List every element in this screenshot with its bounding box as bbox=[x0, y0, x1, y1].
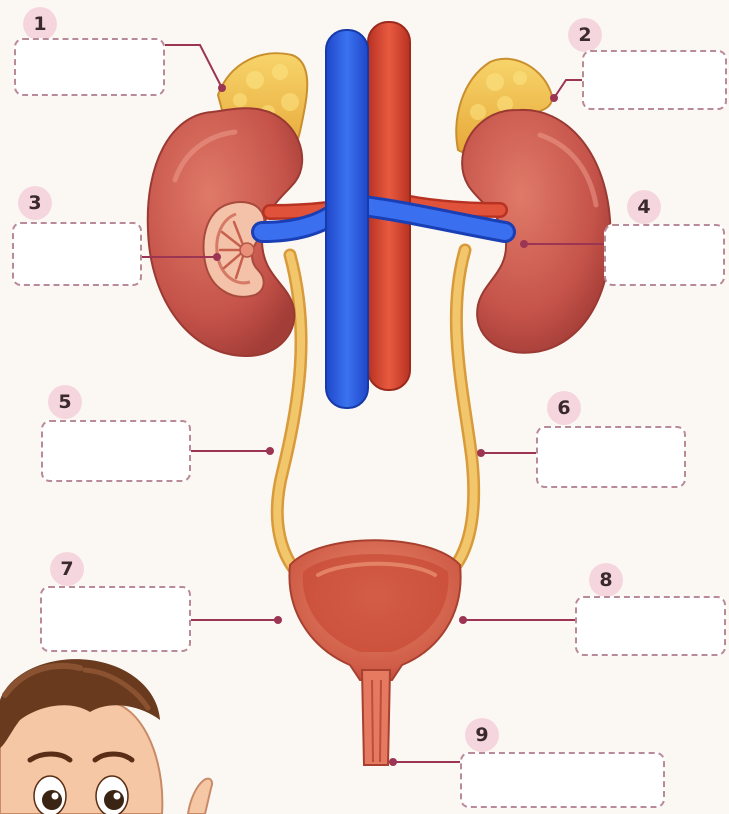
answer-box-4[interactable] bbox=[604, 224, 725, 286]
ureter-right bbox=[442, 250, 474, 580]
label-number-2: 2 bbox=[568, 18, 602, 52]
answer-box-2[interactable] bbox=[582, 50, 727, 110]
leader-line-2 bbox=[554, 80, 584, 98]
answer-box-5[interactable] bbox=[41, 420, 191, 482]
answer-box-1[interactable] bbox=[14, 38, 165, 96]
label-number-7: 7 bbox=[50, 552, 84, 586]
label-number-5: 5 bbox=[48, 385, 82, 419]
label-number-3: 3 bbox=[18, 186, 52, 220]
answer-box-3[interactable] bbox=[12, 222, 142, 286]
urethra bbox=[362, 670, 390, 765]
inferior-vena-cava bbox=[326, 30, 368, 408]
answer-box-7[interactable] bbox=[40, 586, 191, 652]
answer-box-8[interactable] bbox=[575, 596, 726, 656]
cartoon-boy-mascot bbox=[0, 659, 212, 814]
leader-line-1 bbox=[165, 45, 222, 88]
answer-box-9[interactable] bbox=[460, 752, 665, 808]
label-number-1: 1 bbox=[23, 7, 57, 41]
label-number-9: 9 bbox=[465, 718, 499, 752]
answer-box-6[interactable] bbox=[536, 426, 686, 488]
label-number-8: 8 bbox=[589, 563, 623, 597]
urinary-bladder bbox=[289, 540, 460, 680]
label-number-4: 4 bbox=[627, 190, 661, 224]
label-number-6: 6 bbox=[547, 391, 581, 425]
